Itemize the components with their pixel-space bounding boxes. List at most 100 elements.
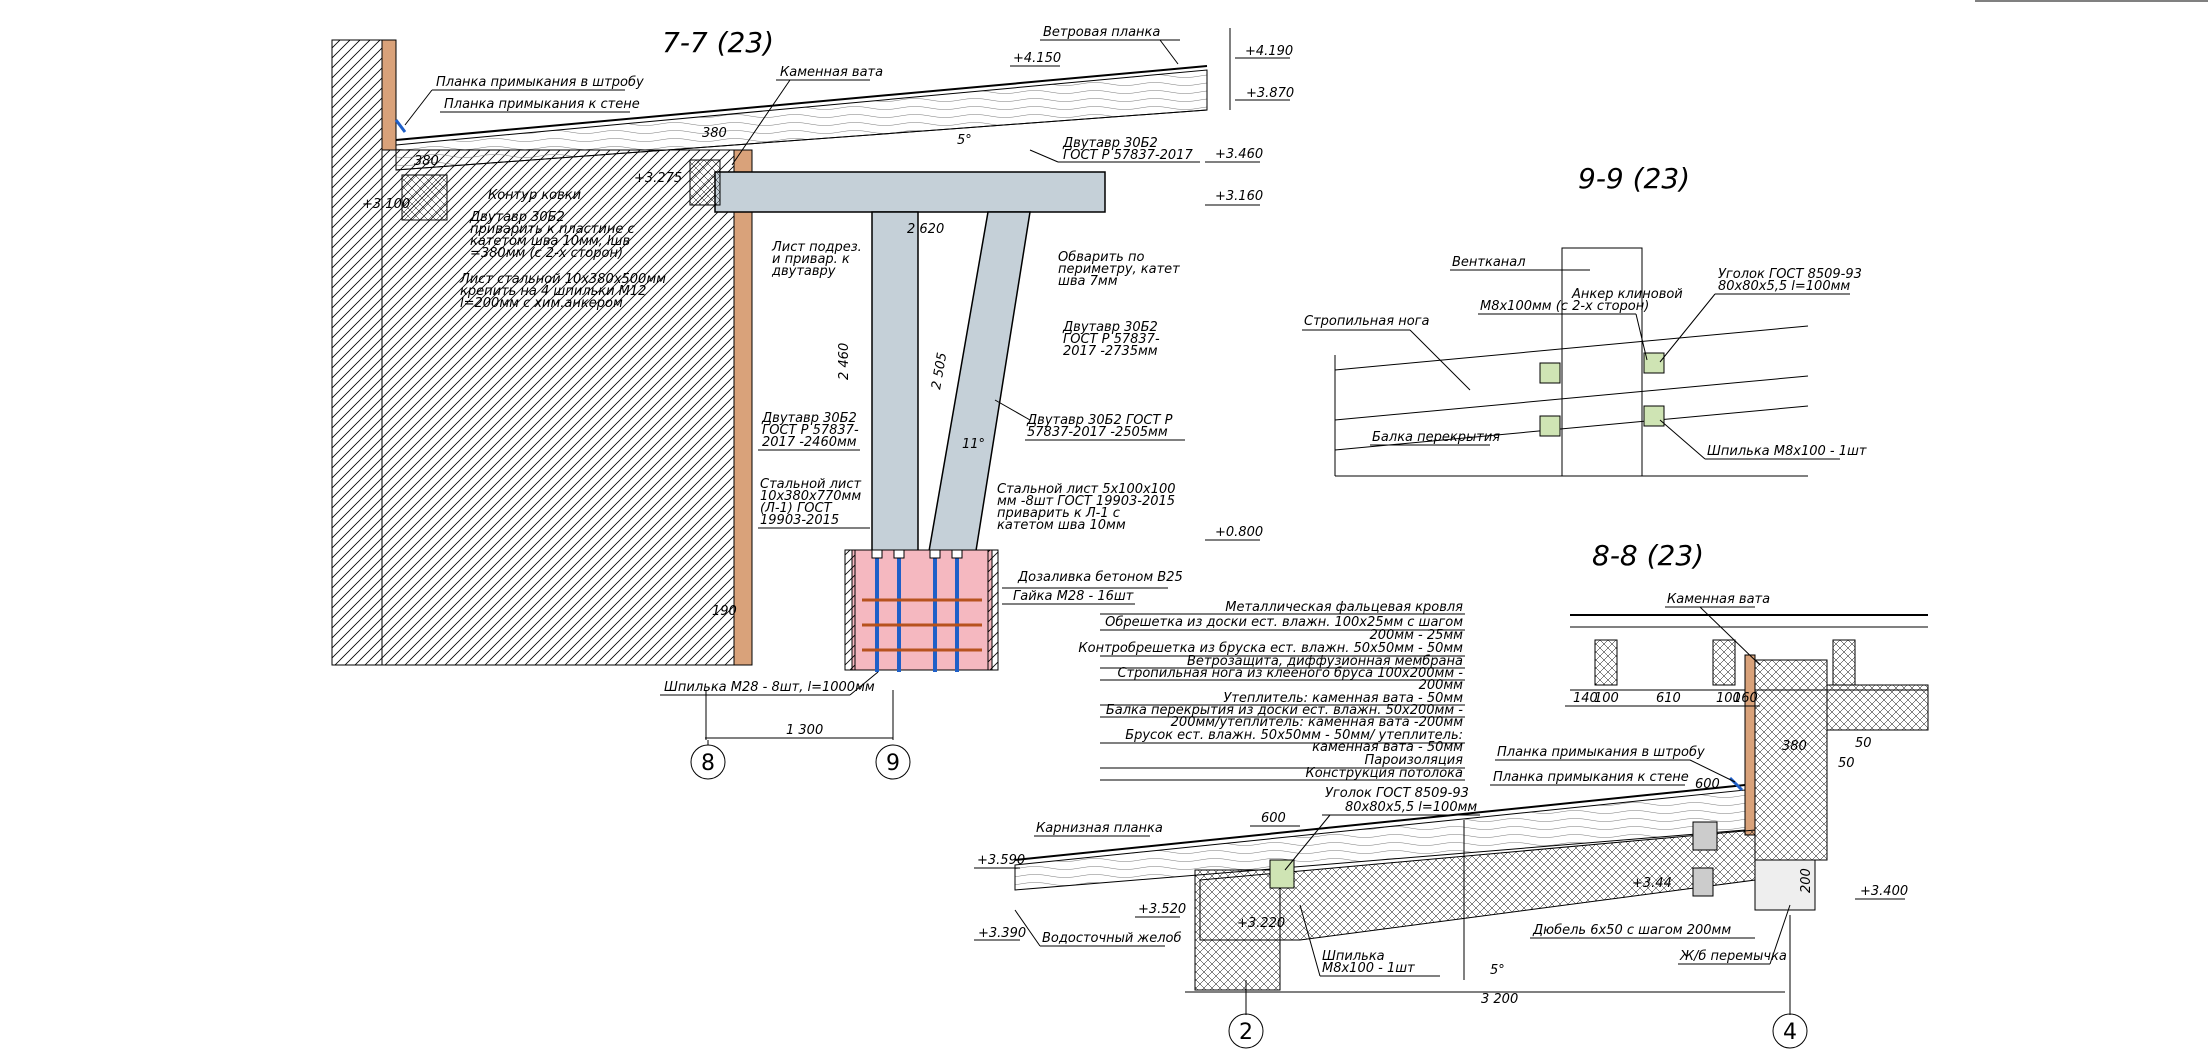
svg-text:+3.100: +3.100: [362, 197, 410, 212]
concrete-pad: [851, 549, 993, 671]
corbel-contour: [401, 174, 448, 221]
svg-text:160: 160: [1733, 691, 1758, 706]
svg-text:приварить к пластине с: приварить к пластине с: [470, 222, 635, 237]
steel-angle: [1643, 352, 1665, 374]
svg-text:+3.390: +3.390: [978, 926, 1026, 941]
svg-text:Обрешетка из доски ест. влажн.: Обрешетка из доски ест. влажн. 100х25мм …: [1105, 615, 1463, 630]
labels-9-9: Вентканал Анкер клиновой М8х100мм (с 2-х…: [1304, 255, 1867, 459]
svg-text:2 505: 2 505: [929, 351, 950, 390]
batten: [1832, 639, 1856, 686]
section-8-8: 8-8 (23): [974, 539, 1929, 1049]
beam-top: [1334, 405, 1809, 451]
svg-text:Обварить по: Обварить по: [1058, 250, 1144, 265]
svg-text:Планка примыкания к стене: Планка примыкания к стене: [1493, 770, 1689, 785]
svg-text:5°: 5°: [1490, 963, 1505, 978]
roof-sheet: [395, 65, 1208, 141]
svg-text:380: 380: [414, 154, 439, 169]
svg-text:5°: 5°: [957, 133, 972, 148]
lintel: [1754, 859, 1816, 911]
svg-text:2 620: 2 620: [907, 222, 944, 237]
svg-text:Уголок ГОСТ 8509-93: Уголок ГОСТ 8509-93: [1325, 786, 1469, 801]
svg-text:+3.520: +3.520: [1138, 902, 1186, 917]
svg-text:=380мм (с 2-х сторон): =380мм (с 2-х сторон): [470, 246, 623, 261]
svg-text:200мм/утеплитель: каменная ват: 200мм/утеплитель: каменная вата -200мм: [1171, 715, 1464, 730]
svg-text:Стропильная нога: Стропильная нога: [1304, 314, 1429, 329]
eaves-wall: [1194, 869, 1281, 991]
brick-facing: [1744, 654, 1756, 836]
svg-text:200мм: 200мм: [1419, 678, 1464, 693]
svg-text:(Л-1) ГОСТ: (Л-1) ГОСТ: [760, 501, 833, 516]
svg-text:ГОСТ Р 57837-2017: ГОСТ Р 57837-2017: [1063, 148, 1193, 163]
svg-text:+3.460: +3.460: [1215, 147, 1263, 162]
top-beam: [714, 171, 1106, 213]
svg-text:11°: 11°: [962, 437, 985, 452]
masonry-wall: [331, 39, 383, 666]
svg-text:2017 -2735мм: 2017 -2735мм: [1063, 344, 1158, 359]
leaders-7-7: [404, 39, 1200, 696]
svg-text:80х80х5,5 l=100мм: 80х80х5,5 l=100мм: [1718, 279, 1850, 294]
brick-facing: [381, 39, 397, 151]
svg-text:Двутавр 30Б2: Двутавр 30Б2: [1062, 136, 1158, 151]
svg-text:80х80х5,5 l=100мм: 80х80х5,5 l=100мм: [1345, 800, 1477, 815]
svg-text:+3.590: +3.590: [977, 853, 1025, 868]
flashing: [1728, 776, 1744, 792]
svg-text:Двутавр 30Б2: Двутавр 30Б2: [1062, 320, 1158, 335]
svg-text:Шпилька М8х100 - 1шт: Шпилька М8х100 - 1шт: [1707, 444, 1867, 459]
svg-text:+4.190: +4.190: [1245, 44, 1293, 59]
svg-text:Дюбель 6х50 с шагом 200мм: Дюбель 6х50 с шагом 200мм: [1532, 923, 1731, 938]
svg-text:Стальной лист 5х100х100: Стальной лист 5х100х100: [997, 482, 1176, 497]
svg-text:+4.150: +4.150: [1013, 51, 1061, 66]
svg-text:Лист стальной 10х380х500мм: Лист стальной 10х380х500мм: [459, 272, 666, 287]
wedge-anchor: [1539, 415, 1561, 437]
svg-text:200мм - 25мм: 200мм - 25мм: [1369, 628, 1463, 643]
leaders-9-9: [1302, 269, 1850, 460]
svg-text:8-8 (23): 8-8 (23): [1592, 539, 1704, 572]
svg-text:Балка перекрытия из доски ест.: Балка перекрытия из доски ест. влажн. 50…: [1106, 703, 1463, 718]
anchor-rods: [875, 555, 959, 672]
axis-markers-7-7: 8 9: [690, 740, 911, 780]
wedge-anchor: [1539, 362, 1561, 384]
svg-text:600: 600: [1261, 811, 1286, 826]
dim-lines-7-7: [705, 28, 1290, 740]
svg-text:Стропильная нога из клееного б: Стропильная нога из клееного бруса 100х2…: [1117, 666, 1463, 681]
svg-text:140: 140: [1573, 691, 1598, 706]
svg-text:периметру, катет: периметру, катет: [1058, 262, 1180, 277]
svg-text:9-9 (23): 9-9 (23): [1578, 162, 1690, 195]
dims-8-8: +3.590 +3.520 +3.390 +3.220 +3.44 +3.400…: [977, 691, 1908, 1007]
svg-text:двутавру: двутавру: [771, 264, 836, 279]
svg-text:9: 9: [886, 751, 900, 776]
svg-text:шва 7мм: шва 7мм: [1058, 274, 1118, 289]
svg-text:Карнизная планка: Карнизная планка: [1036, 821, 1163, 836]
svg-text:Планка примыкания в штробу: Планка примыкания в штробу: [436, 75, 644, 90]
svg-text:2017 -2460мм: 2017 -2460мм: [762, 435, 857, 450]
svg-text:+3.44: +3.44: [1632, 876, 1672, 891]
svg-text:Ветрозащита, диффузионная мемб: Ветрозащита, диффузионная мембрана: [1187, 654, 1463, 669]
svg-text:380: 380: [702, 126, 727, 141]
svg-text:380: 380: [1782, 739, 1807, 754]
stone-wool-block: [689, 159, 721, 206]
layer-legend: Металлическая фальцевая кровля Обрешетка…: [1078, 600, 1465, 781]
svg-text:Контур ковки: Контур ковки: [488, 188, 581, 203]
vent-channel: [1561, 247, 1643, 477]
steel-angle: [1692, 821, 1718, 851]
svg-text:+3.870: +3.870: [1246, 86, 1294, 101]
nuts: [871, 549, 963, 559]
steel-angle: [1692, 867, 1714, 897]
svg-text:+3.275: +3.275: [634, 171, 682, 186]
svg-text:+3.400: +3.400: [1860, 884, 1908, 899]
svg-text:Каменная вата: Каменная вата: [1667, 592, 1770, 607]
svg-text:2 460: 2 460: [837, 343, 852, 380]
svg-text:Ж/б перемычка: Ж/б перемычка: [1679, 949, 1787, 964]
svg-text:М8х100мм (с 2-х сторон): М8х100мм (с 2-х сторон): [1480, 299, 1649, 314]
svg-text:57837-2017 -2505мм: 57837-2017 -2505мм: [1027, 425, 1168, 440]
svg-text:мм -8шт ГОСТ 19903-2015: мм -8шт ГОСТ 19903-2015: [997, 494, 1175, 509]
svg-text:катетом шва 10мм, lшв: катетом шва 10мм, lшв: [470, 234, 630, 249]
svg-text:l=200мм с хим.анкером: l=200мм с хим.анкером: [460, 296, 623, 311]
svg-text:Двутавр 30Б2: Двутавр 30Б2: [469, 210, 565, 225]
svg-text:Утеплитель: каменная вата - 50: Утеплитель: каменная вата - 50мм: [1223, 691, 1463, 706]
svg-text:ГОСТ Р 57837-: ГОСТ Р 57837-: [1063, 332, 1160, 347]
rafter-bottom: [1334, 375, 1809, 421]
svg-text:+3.160: +3.160: [1215, 189, 1263, 204]
svg-text:19903-2015: 19903-2015: [760, 513, 839, 528]
